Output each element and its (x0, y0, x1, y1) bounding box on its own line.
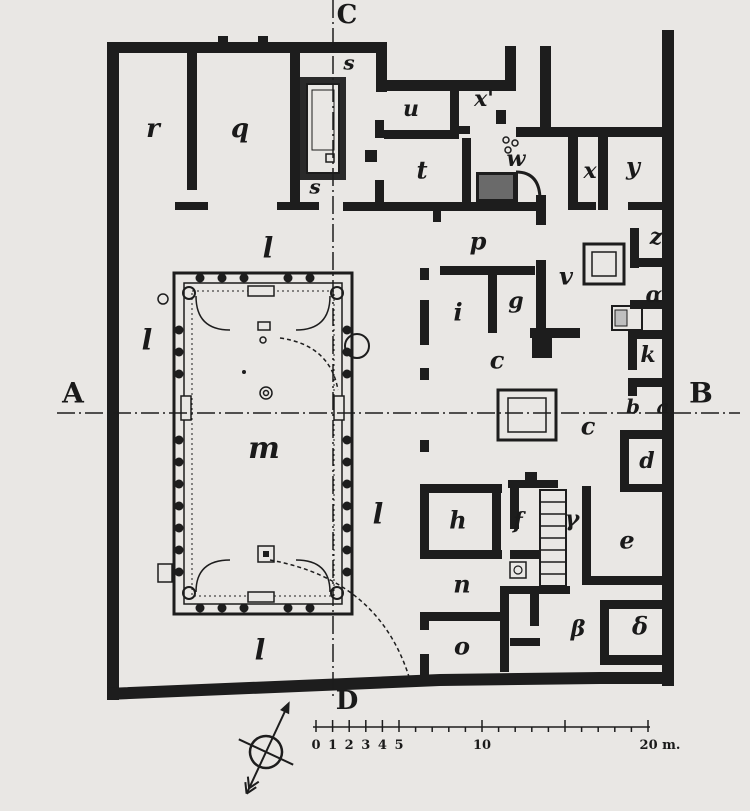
peristyle-column (195, 273, 205, 283)
room-label-x: x (582, 158, 597, 184)
room-label-c-lower: c (581, 412, 596, 441)
peristyle-column (174, 369, 184, 379)
section-lines (57, 0, 740, 700)
scale-tick-label: 4 (378, 738, 387, 753)
room-label-gamma: γ (565, 506, 581, 532)
room-label-r: r (146, 114, 162, 144)
room-label-i: i (453, 298, 462, 327)
peristyle-column (217, 603, 227, 613)
corner-column (182, 286, 196, 300)
peristyle-column (195, 603, 205, 613)
peristyle-column (174, 479, 184, 489)
room-label-k: k (640, 342, 655, 368)
section-label-b: B (689, 377, 713, 410)
section-label-c: C (337, 0, 358, 30)
peristyle-column (342, 435, 352, 445)
peristyle-column (305, 273, 315, 283)
peristyle-column (342, 325, 352, 335)
room-label-m: m (248, 431, 280, 466)
scale-tick-label: 5 (394, 738, 403, 753)
scale-tick-label: 0 (311, 738, 320, 753)
compass-arrow-icon (238, 701, 294, 795)
room-label-c-upper: c (490, 346, 505, 375)
peristyle-column (174, 523, 184, 533)
corner-column (182, 586, 196, 600)
room-label-l-right: l (373, 498, 384, 531)
room-label-l-bottom: l (255, 634, 266, 667)
scale-tick-label: 3 (361, 738, 370, 753)
peristyle-column (342, 523, 352, 533)
room-label-w: w (507, 146, 527, 172)
peristyle-columns (174, 273, 352, 613)
northeast-rooms-walls (384, 80, 664, 358)
room-label-u: u (403, 96, 419, 122)
scale-tick-label: 1 (328, 738, 337, 753)
room-label-t: t (416, 156, 427, 185)
peristyle-column (342, 545, 352, 555)
outer-walls (107, 30, 674, 700)
scale-tick-label: 2 (345, 738, 354, 753)
room-label-p: p (470, 227, 487, 256)
room-label-b: b (626, 395, 640, 419)
peristyle-column (174, 545, 184, 555)
corner-column (330, 586, 344, 600)
room-label-y: y (625, 152, 642, 181)
section-label-a: A (61, 377, 85, 410)
room-label-e: e (619, 526, 634, 555)
room-label-l-left: l (142, 324, 153, 357)
room-label-n: n (453, 570, 470, 599)
basin-room-s (300, 77, 346, 180)
room-label-s-top: s (342, 51, 354, 75)
peristyle-column (283, 273, 293, 283)
peristyle-column (342, 567, 352, 577)
corner-column (330, 286, 344, 300)
peristyle-column (342, 479, 352, 489)
peristyle-column (342, 501, 352, 511)
room-label-alpha: α (646, 282, 663, 308)
peristyle-column (342, 369, 352, 379)
room-label-s-bottom: s (308, 175, 320, 199)
peristyle-column (174, 457, 184, 467)
peristyle (157, 271, 411, 681)
north-rooms-walls (175, 36, 538, 222)
peristyle-column (342, 347, 352, 357)
room-label-l-top: l (263, 232, 274, 265)
room-label-g: g (508, 288, 523, 314)
south-rooms-walls (420, 472, 667, 678)
room-label-h: h (449, 506, 466, 535)
peristyle-column (283, 603, 293, 613)
peristyle-column (342, 457, 352, 467)
peristyle-column (239, 273, 249, 283)
central-rooms-walls (420, 228, 668, 492)
room-label-f: f (511, 508, 526, 534)
scale-tick-label: 10 (473, 738, 491, 753)
staircase (509, 489, 567, 587)
scale-tick-label: 20 m. (640, 738, 681, 753)
peristyle-column (174, 567, 184, 577)
room-label-v: v (559, 262, 574, 291)
peristyle-column (174, 347, 184, 357)
room-label-z: z (649, 224, 663, 250)
room-label-q: q (231, 114, 249, 144)
peristyle-column (174, 435, 184, 445)
peristyle-column (174, 501, 184, 511)
oven-w (476, 136, 542, 202)
section-label-d: D (336, 686, 359, 716)
peristyle-column (305, 603, 315, 613)
impluvium (496, 388, 558, 442)
room-label-x-prime: x' (473, 86, 494, 112)
peristyle-column (217, 273, 227, 283)
peristyle-column (239, 603, 249, 613)
room-label-o: o (454, 632, 470, 661)
peristyle-column (174, 325, 184, 335)
room-labels: r q s s u x' w t x y p v z α i g c k b a… (142, 51, 670, 667)
room-label-d: d (639, 448, 654, 474)
room-label-beta: β (570, 616, 586, 642)
room-label-delta: δ (631, 612, 648, 641)
room-label-a: a (657, 395, 670, 419)
